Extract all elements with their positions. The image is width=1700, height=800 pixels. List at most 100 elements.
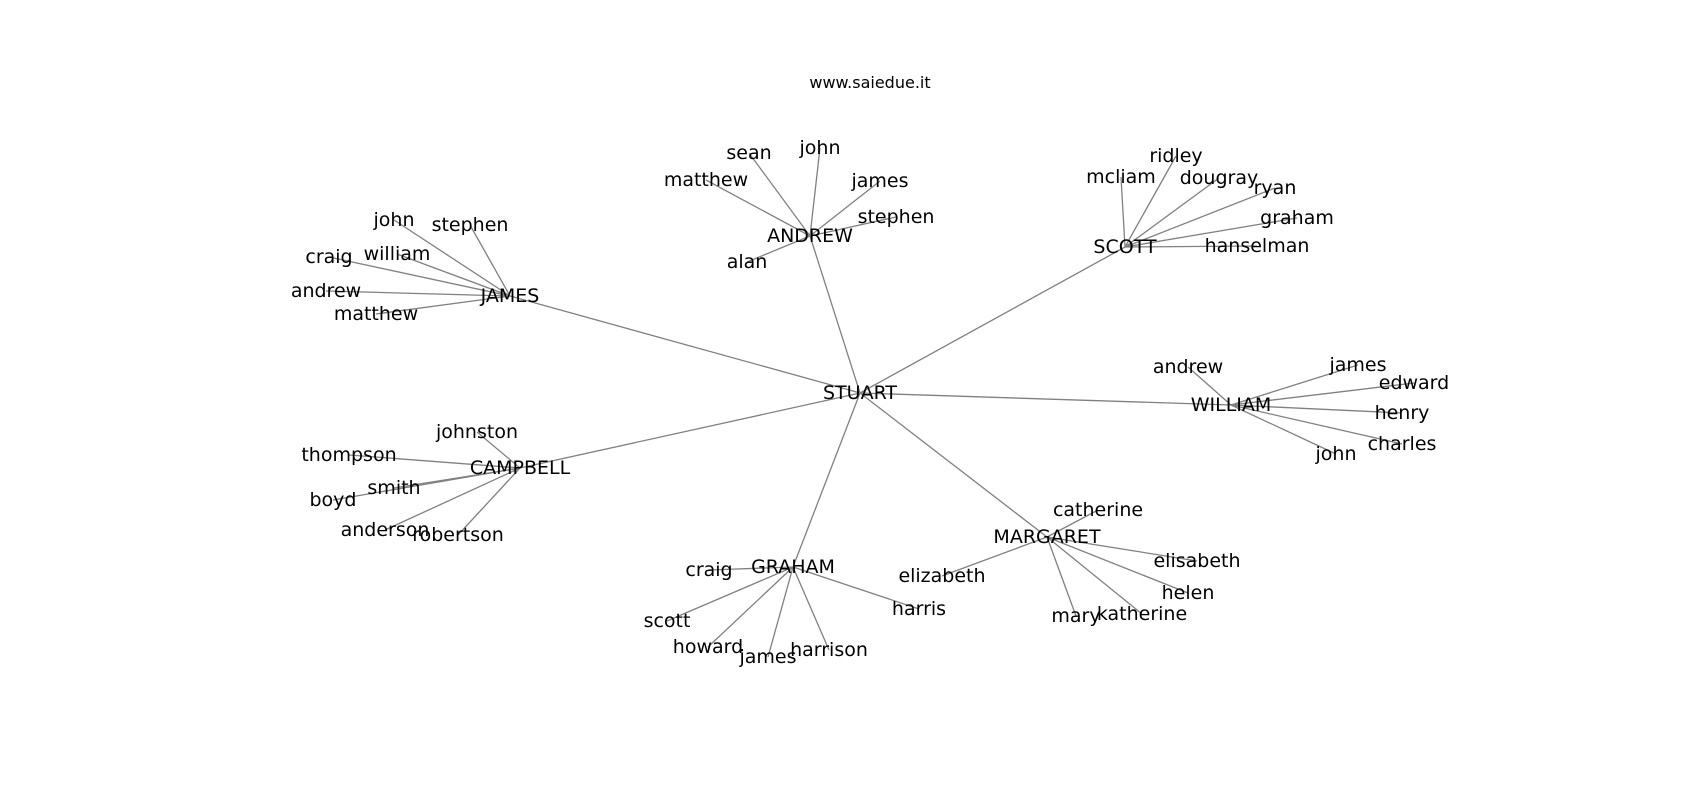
edge-hub-to-leaf	[393, 219, 511, 297]
edge-hub-to-leaf	[666, 566, 794, 622]
center-node-label: STUART	[823, 382, 897, 404]
edge-center-to-hub	[509, 295, 861, 394]
leaf-node-label: harrison	[790, 639, 868, 661]
hub-node-label: GRAHAM	[751, 556, 835, 578]
leaf-node-label: john	[373, 209, 415, 231]
leaf-node-label: hanselman	[1205, 235, 1310, 257]
edge-center-to-hub	[809, 235, 861, 394]
leaf-node-label: stephen	[858, 206, 935, 228]
edge-hub-to-leaf	[325, 290, 511, 297]
leaf-node-label: ryan	[1254, 177, 1297, 199]
hub-node-label: MARGARET	[993, 526, 1101, 548]
leaf-node-label: catherine	[1053, 499, 1143, 521]
hub-node-label: ANDREW	[767, 225, 853, 247]
leaf-node-label: smith	[367, 477, 420, 499]
leaf-node-label: elisabeth	[1153, 550, 1240, 572]
hub-node-label: SCOTT	[1093, 236, 1157, 258]
leaf-node-label: john	[1315, 443, 1357, 465]
edge-hub-to-leaf	[1046, 536, 1077, 617]
leaf-node-label: elizabeth	[898, 565, 985, 587]
leaf-node-label: craig	[305, 246, 352, 268]
edge-hub-to-leaf	[1120, 176, 1126, 248]
edge-center-to-hub	[859, 246, 1126, 394]
edge-hub-to-leaf	[384, 467, 521, 531]
edge-hub-to-leaf	[1124, 155, 1177, 248]
page-title: www.saiedue.it	[809, 73, 930, 92]
leaf-node-label: matthew	[334, 303, 418, 325]
edge-hub-to-leaf	[1230, 404, 1337, 455]
leaf-node-label: edward	[1379, 372, 1449, 394]
edge-hub-to-leaf	[375, 295, 511, 315]
leaf-node-label: james	[1328, 354, 1386, 376]
edge-hub-to-leaf	[328, 256, 511, 297]
edge-center-to-hub	[792, 392, 861, 568]
edge-hub-to-leaf	[1124, 217, 1298, 248]
hub-node-label: JAMES	[480, 285, 540, 307]
edge-hub-to-leaf	[1230, 404, 1403, 414]
edge-hub-to-leaf	[1124, 187, 1276, 248]
edge-hub-to-leaf	[941, 536, 1048, 577]
leaf-node-label: boyd	[310, 489, 357, 511]
leaf-node-label: harris	[892, 598, 946, 620]
edge-hub-to-leaf	[708, 566, 794, 571]
leaf-node-label: james	[738, 646, 796, 668]
leaf-node-label: mary	[1051, 605, 1100, 627]
edge-hub-to-leaf	[1046, 509, 1099, 538]
edge-center-to-hub	[859, 392, 1048, 538]
edge-hub-to-leaf	[332, 467, 521, 501]
edge-hub-to-leaf	[1046, 536, 1198, 562]
hub-node-label: CAMPBELL	[470, 457, 571, 479]
edge-hub-to-leaf	[1046, 536, 1143, 615]
edge-hub-to-leaf	[476, 431, 521, 469]
leaf-node-label: katherine	[1097, 603, 1187, 625]
edge-hub-to-leaf	[469, 224, 511, 297]
edge-hub-to-leaf	[809, 216, 897, 237]
edge-hub-to-leaf	[707, 566, 794, 648]
leaf-node-label: james	[850, 170, 908, 192]
edge-hub-to-leaf	[348, 454, 521, 469]
leaf-node-label: johnston	[435, 421, 518, 443]
leaf-node-label: andrew	[1153, 356, 1223, 378]
leaf-node-label: dougray	[1180, 167, 1259, 189]
edge-center-to-hub	[859, 392, 1232, 406]
edge-hub-to-leaf	[746, 235, 811, 263]
leaf-node-label: anderson	[341, 519, 430, 541]
edge-center-to-hub	[519, 392, 861, 469]
leaf-node-label: matthew	[664, 169, 748, 191]
hub-node-label: WILLIAM	[1191, 394, 1272, 416]
edge-hub-to-leaf	[1124, 245, 1258, 248]
edge-hub-to-leaf	[457, 467, 521, 536]
edge-hub-to-leaf	[809, 180, 881, 237]
edges	[325, 147, 1415, 658]
edge-hub-to-leaf	[1230, 404, 1403, 445]
edge-hub-to-leaf	[1230, 382, 1415, 406]
leaf-node-label: craig	[685, 559, 732, 581]
edge-hub-to-leaf	[792, 566, 830, 651]
leaf-node-label: thompson	[301, 444, 396, 466]
leaf-node-label: robertson	[412, 524, 504, 546]
leaf-node-label: william	[364, 243, 431, 265]
leaf-node-label: howard	[673, 636, 743, 658]
edge-hub-to-leaf	[396, 253, 511, 297]
leaf-node-label: ridley	[1149, 145, 1202, 167]
leaf-node-label: helen	[1162, 582, 1215, 604]
edge-hub-to-leaf	[792, 566, 920, 610]
leaf-node-label: scott	[644, 610, 691, 632]
leaf-node-label: henry	[1375, 402, 1430, 424]
edge-hub-to-leaf	[1046, 536, 1189, 594]
edge-hub-to-leaf	[1187, 366, 1232, 406]
leaf-node-label: john	[799, 137, 841, 159]
edge-hub-to-leaf	[1124, 177, 1220, 248]
leaf-node-label: stephen	[432, 214, 509, 236]
leaf-node-label: graham	[1260, 207, 1334, 229]
leaf-node-label: mcliam	[1086, 166, 1156, 188]
leaf-node-label: charles	[1368, 433, 1437, 455]
edge-hub-to-leaf	[767, 566, 794, 658]
edge-hub-to-leaf	[705, 179, 811, 237]
edge-hub-to-leaf	[748, 152, 811, 237]
leaf-node-label: sean	[726, 142, 771, 164]
edge-hub-to-leaf	[809, 147, 821, 237]
leaf-node-label: andrew	[291, 280, 361, 302]
